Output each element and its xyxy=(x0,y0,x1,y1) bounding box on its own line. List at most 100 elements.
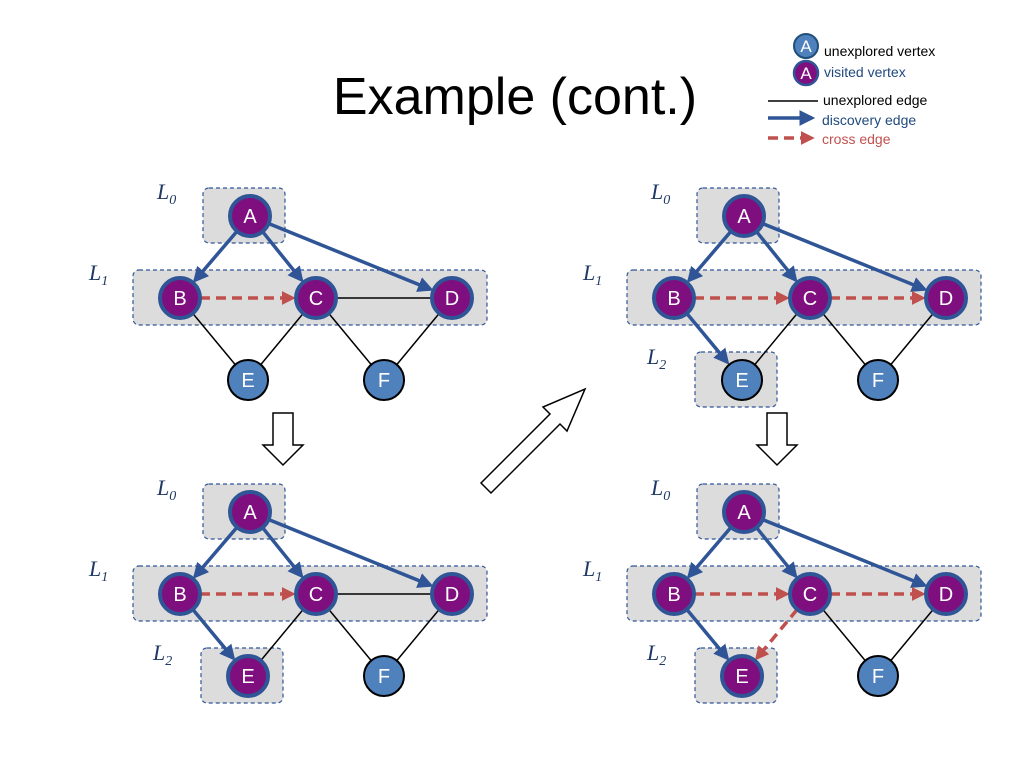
unexplored-edge-C-F xyxy=(822,312,866,366)
vertex-e-label: E xyxy=(241,666,254,688)
vertex-f: F xyxy=(857,359,899,401)
vertex-d-label: D xyxy=(939,584,953,606)
discovery-edge-A-D xyxy=(761,517,928,588)
level-1-label: L1 xyxy=(582,556,602,585)
vertex-e-label: E xyxy=(735,666,748,688)
vertex-c-label: C xyxy=(309,584,323,606)
vertex-a-label: A xyxy=(737,206,751,228)
discovery-edge-A-B xyxy=(686,230,733,283)
discovery-edge-A-C xyxy=(755,230,798,283)
vertex-c: C xyxy=(788,572,832,616)
discovery-edge-A-C xyxy=(261,230,304,283)
vertex-f-label: F xyxy=(872,370,884,392)
level-2-label: L2 xyxy=(646,344,666,373)
legend-unexplored-vertex-icon: A xyxy=(793,33,819,59)
vertex-d: D xyxy=(924,276,968,320)
vertex-e: E xyxy=(721,359,763,401)
vertex-d-label: D xyxy=(445,288,459,310)
vertex-d-label: D xyxy=(939,288,953,310)
vertex-f: F xyxy=(857,655,899,697)
unexplored-edge-C-F xyxy=(328,312,372,366)
vertex-c: C xyxy=(294,276,338,320)
vertex-a: A xyxy=(722,490,766,534)
discovery-edge-A-D xyxy=(761,221,928,292)
vertex-e-label: E xyxy=(735,370,748,392)
vertex-d-label: D xyxy=(445,584,459,606)
unexplored-edge-D-F xyxy=(890,608,934,662)
vertex-c-label: C xyxy=(803,288,817,310)
vertex-b: B xyxy=(652,276,696,320)
legend-visited-vertex-label: visited vertex xyxy=(824,64,906,80)
discovery-edge-A-D xyxy=(267,221,434,292)
unexplored-edge-D-F xyxy=(890,312,934,366)
unexplored-edge-B-E xyxy=(192,312,236,366)
unexplored-edge-C-E xyxy=(260,608,304,662)
vertex-f: F xyxy=(363,359,405,401)
vertex-b-label: B xyxy=(667,288,680,310)
vertex-a-label: A xyxy=(243,502,257,524)
unexplored-edge-C-F xyxy=(822,608,866,662)
level-1-label: L1 xyxy=(88,260,108,289)
vertex-d: D xyxy=(430,572,474,616)
vertex-b: B xyxy=(158,276,202,320)
discovery-edge-B-E xyxy=(191,608,236,661)
discovery-edge-A-B xyxy=(686,526,733,579)
discovery-edge-A-C xyxy=(755,526,798,579)
vertex-d: D xyxy=(924,572,968,616)
legend-cross-edge-label: cross edge xyxy=(822,131,891,147)
vertex-f: F xyxy=(363,655,405,697)
vertex-f-label: F xyxy=(872,666,884,688)
discovery-edge-A-B xyxy=(192,230,239,283)
vertex-b: B xyxy=(652,572,696,616)
diagonal-arrow xyxy=(479,387,587,495)
vertex-b-label: B xyxy=(173,288,186,310)
vertex-d: D xyxy=(430,276,474,320)
level-2-label: L2 xyxy=(152,640,172,669)
vertex-a-label: A xyxy=(737,502,751,524)
vertex-b-label: B xyxy=(667,584,680,606)
level-2-label: L2 xyxy=(646,640,666,669)
unexplored-edge-D-F xyxy=(396,608,440,662)
down-arrow-right xyxy=(755,412,799,467)
discovery-edge-A-D xyxy=(267,517,434,588)
legend-discovery-edge-label: discovery edge xyxy=(822,112,917,128)
vertex-e: E xyxy=(226,654,270,698)
vertex-c-label: C xyxy=(803,584,817,606)
vertex-a: A xyxy=(228,194,272,238)
level-0-label: L0 xyxy=(156,475,176,504)
level-1-label: L1 xyxy=(582,260,602,289)
down-arrow-left xyxy=(261,412,305,467)
vertex-b-label: B xyxy=(173,584,186,606)
vertex-e: E xyxy=(720,654,764,698)
level-0-label: L0 xyxy=(156,179,176,208)
discovery-edge-B-E xyxy=(685,608,730,661)
vertex-c: C xyxy=(294,572,338,616)
unexplored-edge-D-F xyxy=(396,312,440,366)
vertex-f-label: F xyxy=(378,370,390,392)
unexplored-edge-C-E xyxy=(754,312,798,366)
svg-text:A: A xyxy=(800,64,812,83)
vertex-a-label: A xyxy=(243,206,257,228)
vertex-a: A xyxy=(722,194,766,238)
level-0-label: L0 xyxy=(650,179,670,208)
discovery-edge-A-B xyxy=(192,526,239,579)
unexplored-edge-C-E xyxy=(260,312,304,366)
legend-visited-vertex-icon: A xyxy=(792,59,820,87)
vertex-b: B xyxy=(158,572,202,616)
vertex-e-label: E xyxy=(241,370,254,392)
slide-title: Example (cont.) xyxy=(332,68,698,126)
vertex-f-label: F xyxy=(378,666,390,688)
cross-edge-C-E xyxy=(754,608,799,661)
unexplored-edge-C-F xyxy=(328,608,372,662)
discovery-edge-B-E xyxy=(685,312,730,365)
legend-unexplored-edge-label: unexplored edge xyxy=(823,92,928,108)
vertex-e: E xyxy=(227,359,269,401)
svg-text:A: A xyxy=(800,37,812,56)
vertex-a: A xyxy=(228,490,272,534)
